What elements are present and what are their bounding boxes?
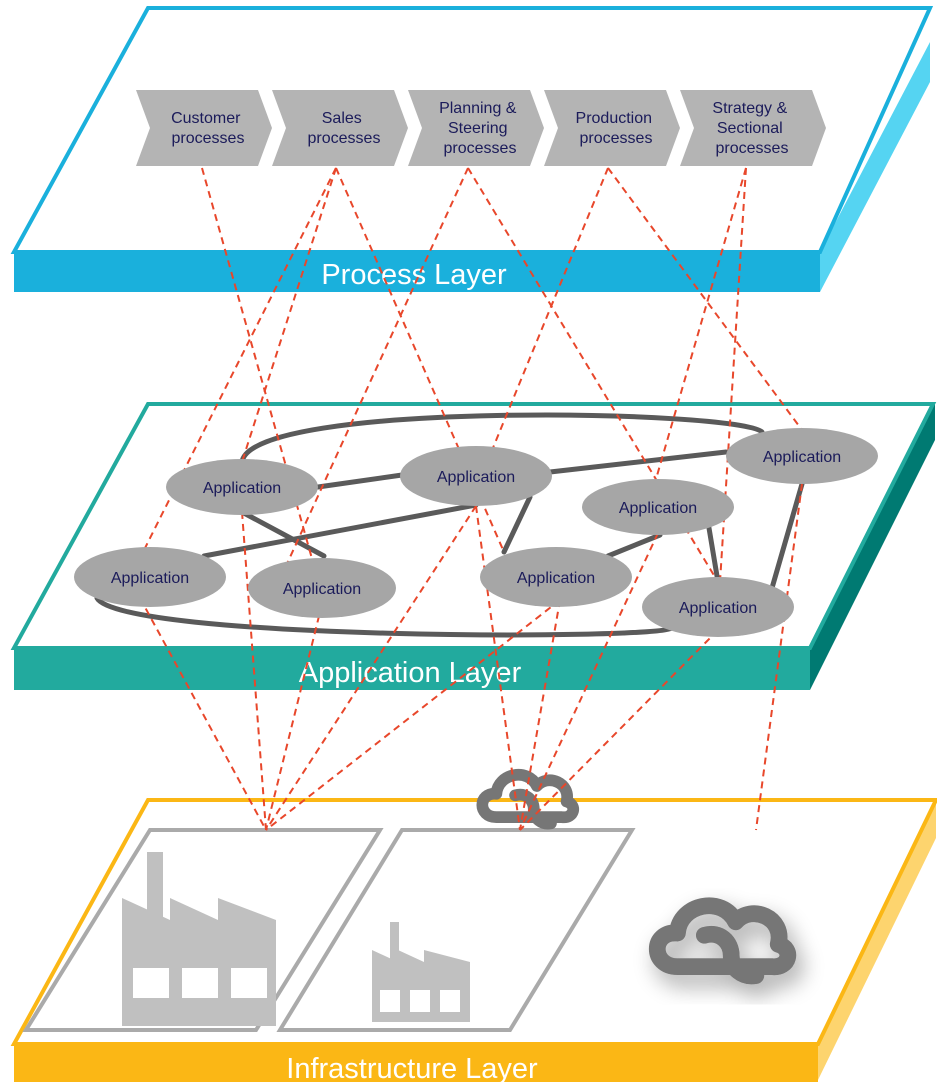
process-step-line: Steering: [448, 120, 508, 137]
application-layer-side: [810, 402, 935, 690]
dashed-mappings: [139, 167, 803, 831]
application-node: Application: [74, 547, 226, 607]
application-node-label: Application: [517, 570, 595, 587]
application-node-label: Application: [437, 469, 515, 486]
process-step-production: Production processes: [544, 90, 680, 166]
process-step-line: Planning &: [439, 100, 517, 117]
app-infra-mapping: [519, 532, 659, 831]
svg-text:Sales processes: Sales processes: [308, 110, 381, 147]
infrastructure-content: [22, 775, 788, 1032]
process-layer-label: Process Layer: [321, 259, 507, 291]
app-link: [239, 412, 765, 465]
app-link: [201, 502, 479, 559]
process-step-line: processes: [580, 130, 653, 147]
app-infra-mapping: [139, 597, 267, 831]
application-node-label: Application: [619, 500, 697, 517]
app-infra-mapping: [265, 599, 561, 831]
app-link: [315, 472, 405, 490]
application-node: Application: [400, 446, 552, 506]
infra-panel-middle: [276, 828, 636, 1032]
application-layer-front: [14, 648, 810, 690]
svg-text:Strategy & Sectional: Strategy & Sectional processes: [712, 100, 791, 157]
application-links: [94, 412, 805, 638]
process-step-line: Sectional: [717, 120, 783, 137]
process-step-planning-steering: Planning & Steering processes: [408, 90, 544, 166]
application-nodes: Application Application Application Appl…: [74, 428, 878, 637]
application-node: Application: [248, 558, 396, 618]
process-chain: Customer processes Sales processes Plann…: [136, 90, 826, 166]
app-link: [547, 449, 729, 475]
process-step-customer: Customer processes: [136, 90, 272, 166]
process-step-line: Customer: [171, 110, 241, 127]
app-infra-mapping: [241, 511, 267, 831]
svg-text:Production processes: Production processes: [576, 110, 657, 147]
app-link: [94, 595, 675, 638]
process-app-mapping: [241, 167, 337, 463]
app-infra-mapping: [265, 603, 323, 831]
process-app-mapping: [487, 167, 609, 461]
infra-panel-left: [22, 828, 384, 1032]
infrastructure-layer-front: [14, 1044, 818, 1082]
app-infra-mapping: [755, 483, 803, 831]
application-node: Application: [726, 428, 878, 484]
app-link: [769, 481, 805, 591]
application-layer-label: Application Layer: [299, 657, 522, 689]
factory-icon: [122, 852, 276, 1026]
app-infra-mapping: [475, 505, 521, 831]
app-link: [501, 494, 533, 555]
app-infra-mapping: [519, 629, 719, 831]
process-step-line: Strategy &: [712, 100, 787, 117]
application-node-label: Application: [763, 449, 841, 466]
application-node: Application: [166, 459, 318, 515]
process-step-line: processes: [444, 140, 517, 157]
application-node: Application: [642, 577, 794, 637]
app-link: [705, 519, 721, 585]
process-step-line: processes: [308, 130, 381, 147]
process-step-strategy-sectional: Strategy & Sectional processes: [680, 90, 826, 166]
application-node: Application: [480, 547, 632, 607]
process-step-line: processes: [172, 130, 245, 147]
process-layer-side: [820, 42, 930, 292]
process-step-line: Production: [576, 110, 653, 127]
process-app-mapping: [719, 167, 747, 583]
process-app-mapping: [467, 167, 719, 583]
process-step-sales: Sales processes: [272, 90, 408, 166]
application-node-label: Application: [679, 600, 757, 617]
infrastructure-layer-side: [818, 802, 936, 1080]
app-infra-mapping: [265, 505, 477, 831]
app-link: [605, 532, 663, 559]
infrastructure-layer-label: Infrastructure Layer: [286, 1053, 538, 1084]
app-link: [239, 509, 327, 559]
svg-text:Customer processes: Customer processes: [171, 110, 245, 147]
application-layer: Application Layer: [10, 402, 937, 690]
process-layer-front: [14, 252, 820, 292]
process-step-line: Sales: [322, 110, 362, 127]
factory-icon: [372, 922, 470, 1022]
application-node: Application: [582, 479, 734, 535]
svg-text:Planning & Steering: Planning & Steering processes: [439, 100, 521, 157]
process-app-mapping: [285, 167, 469, 567]
process-app-mapping: [607, 167, 803, 431]
app-infra-mapping: [519, 599, 561, 831]
application-node-label: Application: [203, 480, 281, 497]
process-step-line: processes: [716, 140, 789, 157]
application-node-label: Application: [283, 581, 361, 598]
application-node-label: Application: [111, 570, 189, 587]
